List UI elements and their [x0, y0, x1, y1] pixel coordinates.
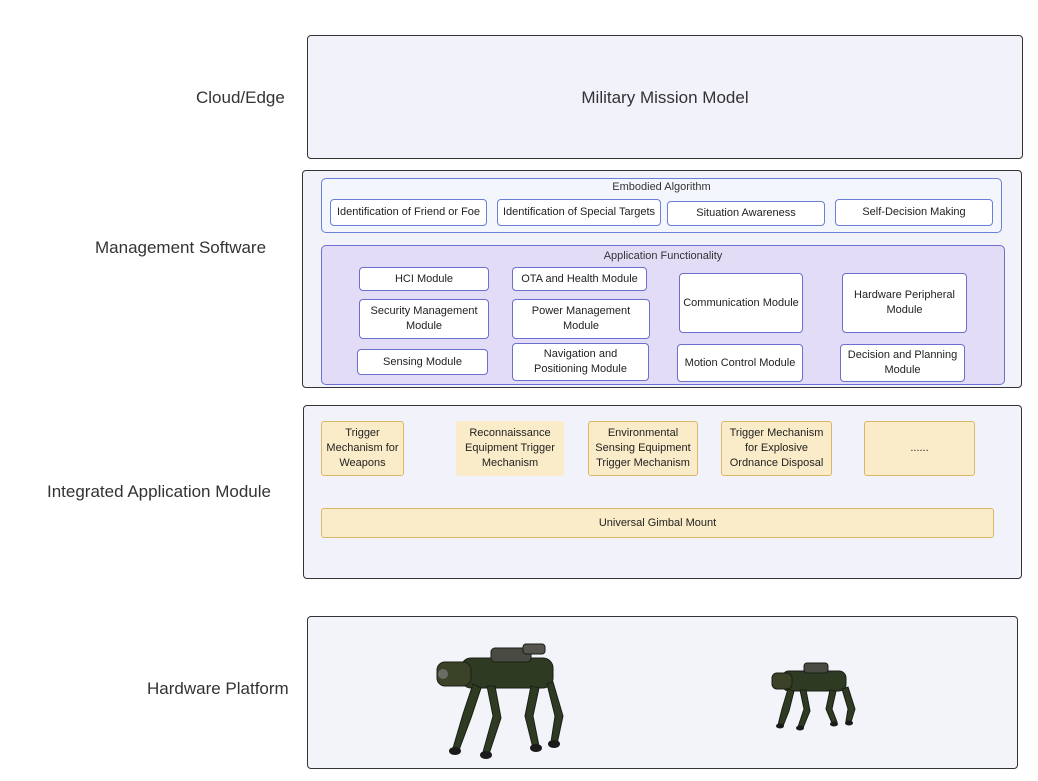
military-mission-model: Military Mission Model: [581, 87, 749, 107]
application-functionality-title: Application Functionality: [603, 250, 723, 262]
trigger-reconnaissance: Reconnaissance Equipment Trigger Mechani…: [456, 421, 564, 476]
trigger-explosive-ordnance-disposal: Trigger Mechanism for Explosive Ordnance…: [721, 421, 832, 476]
robot-dog-small-image: [771, 662, 856, 731]
label-hardware-platform: Hardware Platform: [147, 679, 289, 698]
module-hci: HCI Module: [359, 267, 489, 291]
embodied-algorithm-title: Embodied Algorithm: [612, 181, 711, 193]
module-communication: Communication Module: [679, 273, 803, 333]
module-decision-planning: Decision and Planning Module: [840, 344, 965, 382]
module-sensing: Sensing Module: [357, 349, 488, 375]
module-power-management: Power Management Module: [512, 299, 650, 339]
module-motion-control: Motion Control Module: [677, 344, 803, 382]
algo-situation-awareness: Situation Awareness: [667, 201, 825, 226]
trigger-weapons: Trigger Mechanism for Weapons: [321, 421, 404, 476]
universal-gimbal-mount: Universal Gimbal Mount: [321, 508, 994, 538]
module-navigation-positioning: Navigation and Positioning Module: [512, 343, 649, 381]
label-cloud-edge: Cloud/Edge: [196, 88, 285, 107]
management-software-layer: Embodied Algorithm Identification of Fri…: [302, 170, 1022, 388]
trigger-more-placeholder: ......: [864, 421, 975, 476]
algo-self-decision-making: Self-Decision Making: [835, 199, 993, 226]
robot-dog-large-image: [436, 643, 564, 759]
application-functionality-group: Application Functionality HCI Module OTA…: [321, 245, 1005, 385]
integrated-application-layer: Trigger Mechanism for Weapons Reconnaiss…: [303, 405, 1022, 579]
algo-identification-friend-foe: Identification of Friend or Foe: [330, 199, 487, 226]
hardware-platform-layer: [307, 616, 1018, 769]
trigger-environmental-sensing: Environmental Sensing Equipment Trigger …: [588, 421, 698, 476]
label-management-software: Management Software: [95, 238, 267, 257]
module-ota-health: OTA and Health Module: [512, 267, 647, 291]
label-integrated-application-module: Integrated Application Module: [47, 482, 271, 501]
cloud-edge-layer: Military Mission Model: [307, 35, 1023, 159]
embodied-algorithm-group: Embodied Algorithm Identification of Fri…: [321, 178, 1002, 233]
module-hardware-peripheral: Hardware Peripheral Module: [842, 273, 967, 333]
algo-identification-special-targets: Identification of Special Targets: [497, 199, 661, 226]
module-security-management: Security Management Module: [359, 299, 489, 339]
